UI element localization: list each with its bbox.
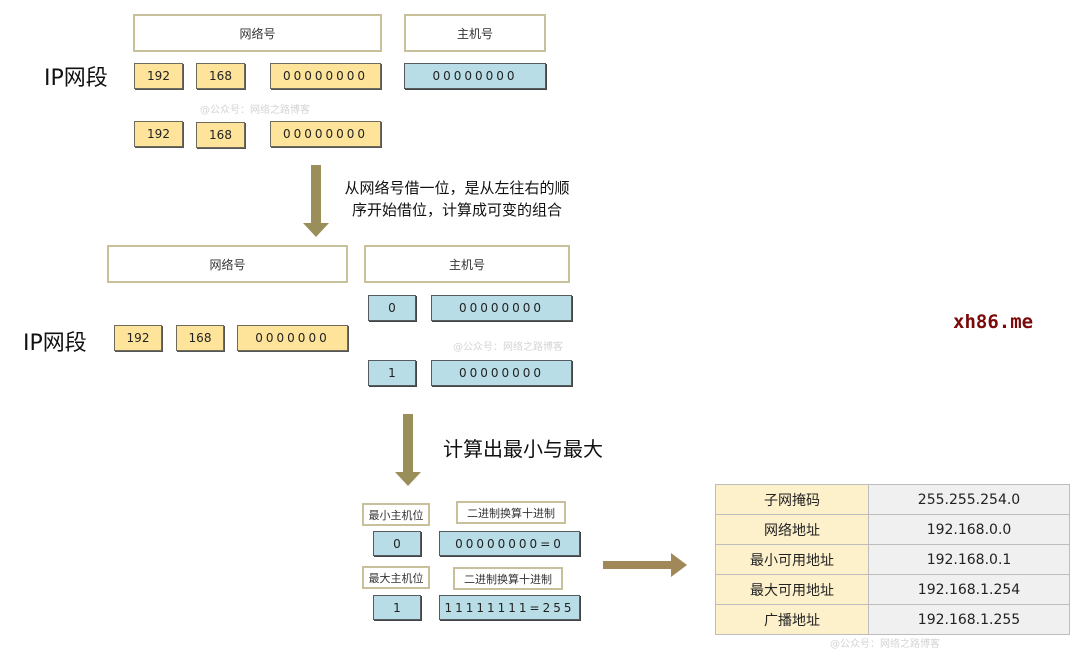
stage2-network-header: 网络号 — [107, 245, 348, 283]
stage2-octet2: 168 — [176, 325, 224, 351]
stage1-row1-octet3: 00000000 — [270, 63, 381, 89]
max-host-bit-label: 最大主机位 — [362, 566, 430, 589]
stage1-host-header-label: 主机号 — [456, 26, 493, 41]
stage1-row1-octet1: 192 — [134, 63, 183, 89]
stage2-host-header: 主机号 — [364, 245, 570, 283]
stage1-ip-label: IP网段 — [44, 66, 108, 91]
stage2-octet3: 0000000 — [237, 325, 348, 351]
stage2-host-octet-1: 00000000 — [431, 360, 572, 386]
stage2-borrowed-bit-0: 0 — [368, 295, 416, 321]
stage1-row2-octet1: 192 — [134, 121, 183, 147]
stage1-row2-octet3: 00000000 — [270, 121, 381, 147]
stage1-host-header: 主机号 — [404, 14, 546, 52]
table-row: 最大可用地址 192.168.1.254 — [715, 574, 1070, 605]
stage2-octet1: 192 — [114, 325, 162, 351]
down-arrow-icon — [395, 414, 421, 486]
table-key: 子网掩码 — [715, 484, 869, 515]
table-value: 192.168.1.255 — [868, 604, 1070, 635]
min-host-bit-label: 最小主机位 — [362, 503, 430, 526]
table-value: 192.168.1.254 — [868, 574, 1070, 605]
stage2-host-octet-0: 00000000 — [431, 295, 572, 321]
max-host-bit: 1 — [373, 595, 421, 620]
arrow1-caption: 从网络号借一位，是从左往右的顺 序开始借位，计算成可变的组合 — [330, 177, 584, 221]
stage2-network-header-label: 网络号 — [209, 257, 246, 272]
stage1-network-header: 网络号 — [133, 14, 382, 52]
table-row: 最小可用地址 192.168.0.1 — [715, 544, 1070, 575]
table-key: 最大可用地址 — [715, 574, 869, 605]
table-row: 子网掩码 255.255.254.0 — [715, 484, 1070, 515]
stage2-borrowed-bit-1: 1 — [368, 360, 416, 386]
stage1-row1-octet4: 00000000 — [404, 63, 546, 89]
brand-logo: xh86.me — [953, 311, 1034, 333]
table-value: 192.168.0.0 — [868, 514, 1070, 545]
result-table: 子网掩码 255.255.254.0 网络地址 192.168.0.0 最小可用… — [715, 484, 1070, 635]
arrow2-caption: 计算出最小与最大 — [443, 437, 603, 461]
min-conv-label: 二进制换算十进制 — [456, 501, 566, 524]
stage1-network-header-label: 网络号 — [239, 26, 276, 41]
watermark: @公众号：网络之路博客 — [200, 105, 310, 116]
table-value: 192.168.0.1 — [868, 544, 1070, 575]
table-key: 最小可用地址 — [715, 544, 869, 575]
table-row: 网络地址 192.168.0.0 — [715, 514, 1070, 545]
stage2-ip-label: IP网段 — [23, 331, 87, 356]
watermark: @公众号：网络之路博客 — [830, 639, 940, 650]
table-row: 广播地址 192.168.1.255 — [715, 604, 1070, 635]
arrow1-caption-line2: 序开始借位，计算成可变的组合 — [351, 201, 562, 219]
down-arrow-icon — [303, 165, 329, 237]
min-host-bit: 0 — [373, 531, 421, 556]
stage1-row1-octet2: 168 — [196, 63, 245, 89]
table-value: 255.255.254.0 — [868, 484, 1070, 515]
stage1-row2-octet2: 168 — [196, 122, 245, 148]
right-arrow-icon — [603, 553, 687, 581]
max-host-value: 11111111=255 — [439, 595, 580, 620]
stage2-host-header-label: 主机号 — [448, 257, 485, 272]
table-key: 网络地址 — [715, 514, 869, 545]
watermark: @公众号：网络之路博客 — [453, 342, 563, 353]
table-key: 广播地址 — [715, 604, 869, 635]
min-host-value: 00000000=0 — [439, 531, 580, 556]
max-conv-label: 二进制换算十进制 — [453, 567, 563, 590]
arrow1-caption-line1: 从网络号借一位，是从左往右的顺 — [344, 179, 570, 197]
